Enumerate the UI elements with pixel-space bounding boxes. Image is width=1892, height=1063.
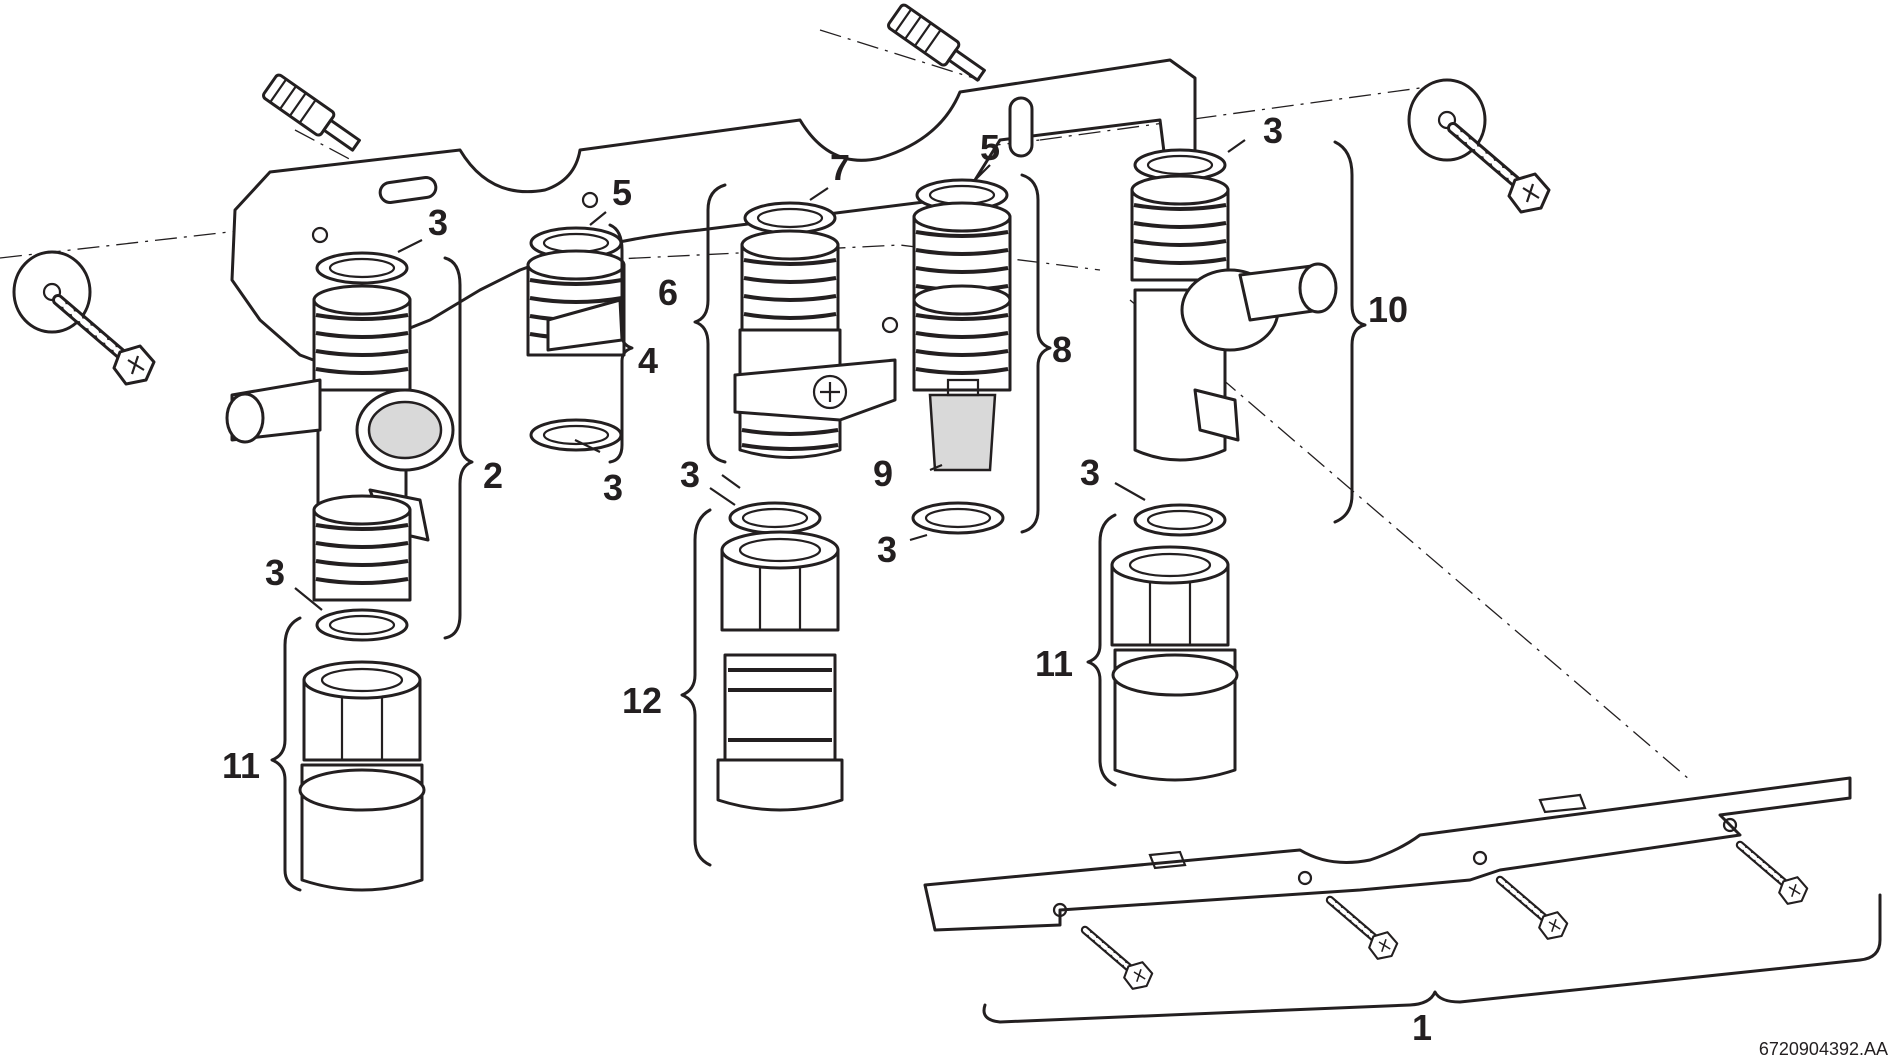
callout-11: 11 [1035,643,1073,684]
callout-2: 2 [483,455,503,496]
ball-valve-assembly [716,201,897,812]
callout-4: 4 [638,340,658,381]
callout-3: 3 [1263,110,1283,151]
valve-assembly-right [1110,148,1338,782]
braces [270,140,1882,1024]
callouts: 3 5 7 5 3 10 6 4 8 2 3 3 9 3 3 3 11 12 1… [222,110,1432,1048]
filter-assembly-8 [911,178,1012,535]
callout-8: 8 [1052,329,1072,370]
callout-3: 3 [265,552,285,593]
adapter-assembly-4 [526,226,626,452]
callout-7: 7 [830,147,850,188]
callout-3: 3 [428,202,448,243]
callout-1: 1 [1412,1007,1432,1048]
rail-bracket [923,776,1852,932]
wall-plug-left [262,73,361,152]
leader-lines [294,139,1246,611]
callout-5: 5 [980,127,1000,168]
wall-screw-right [1407,78,1549,212]
wall-plug-right [887,3,986,82]
callout-3: 3 [603,467,623,508]
callout-11: 11 [222,745,260,786]
callout-9: 9 [873,453,893,494]
callout-6: 6 [658,272,678,313]
callout-3: 3 [877,529,897,570]
callout-5: 5 [612,172,632,213]
callout-12: 12 [622,680,662,721]
callout-3: 3 [1080,452,1100,493]
callout-3: 3 [680,454,700,495]
callout-10: 10 [1368,289,1408,330]
figure-reference: 6720904392.AA [1759,1039,1888,1059]
wall-screw-left [12,250,154,384]
valve-assembly-left [225,251,455,892]
